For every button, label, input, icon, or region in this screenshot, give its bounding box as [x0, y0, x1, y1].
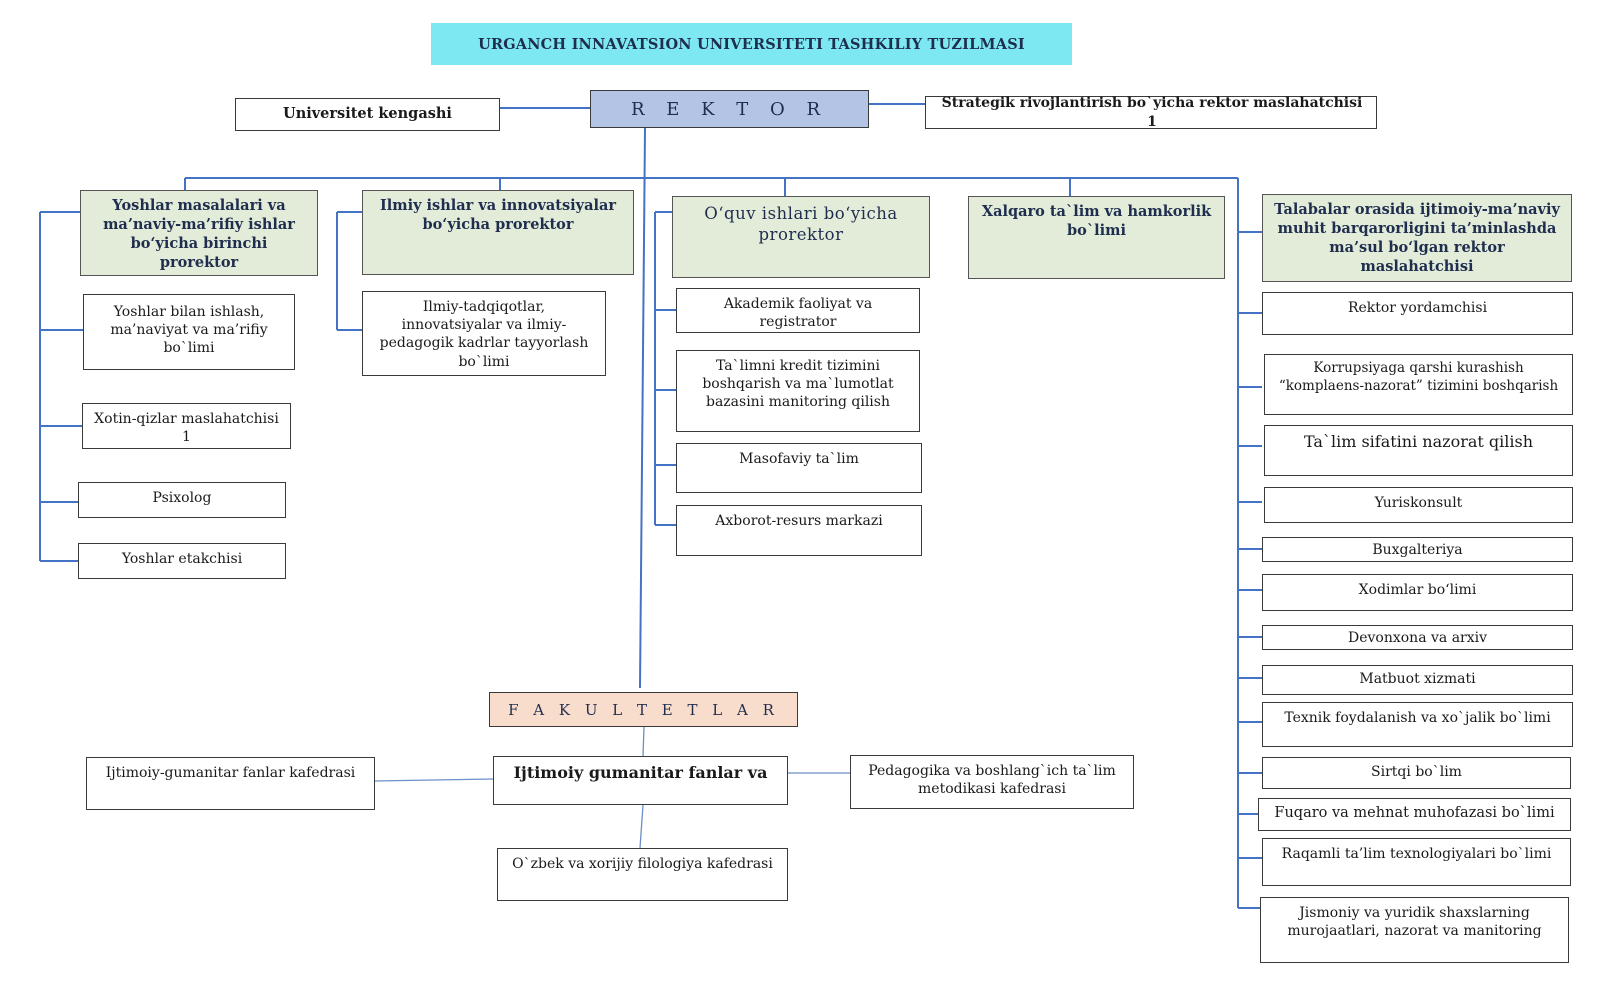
col5-item-1: Korrupsiyaga qarshi kurashish “komplaens… [1264, 354, 1573, 415]
ilmiy-prorektor-box: Ilmiy ishlar va innovatsiyalar bo‘yicha … [362, 190, 634, 275]
faculty-box: Ijtimoiy gumanitar fanlar va [493, 756, 788, 805]
col5-item-5: Xodimlar bo‘limi [1262, 574, 1573, 611]
col5-item-12: Jismoniy va yuridik shaxslarning murojaa… [1260, 897, 1569, 963]
col5-item-10: Fuqaro va mehnat muhofazasi bo`limi [1258, 798, 1571, 831]
dept-right-box: Pedagogika va boshlang`ich ta`lim metodi… [850, 755, 1134, 809]
col3-item-2: Masofaviy ta`lim [676, 443, 922, 493]
col5-item-7: Matbuot xizmati [1262, 665, 1573, 695]
col5-item-6: Devonxona va arxiv [1262, 625, 1573, 650]
xalqaro-bolim-box: Xalqaro ta`lim va hamkorlik bo`limi [968, 196, 1225, 279]
col2-item-0: Ilmiy-tadqiqotlar, innovatsiyalar va ilm… [362, 291, 606, 376]
col3-item-1: Ta`limni kredit tizimini boshqarish va m… [676, 350, 920, 432]
dept-bottom-box: O`zbek va xorijiy filologiya kafedrasi [497, 848, 788, 901]
col1-item-1: Xotin-qizlar maslahatchisi 1 [82, 403, 291, 449]
col3-item-0: Akademik faoliyat va registrator [676, 288, 920, 333]
col5-item-2: Ta`lim sifatini nazorat qilish [1264, 425, 1573, 476]
col1-item-2: Psixolog [78, 482, 286, 518]
universitet-kengashi-box: Universitet kengashi [235, 98, 500, 131]
col5-item-4: Buxgalteriya [1262, 537, 1573, 562]
fakultetlar-box: F A K U L T E T L A R [489, 692, 798, 727]
col3-item-3: Axborot-resurs markazi [676, 505, 922, 556]
rektor-box: R E K T O R [590, 90, 869, 128]
chart-title: URGANCH INNAVATSION UNIVERSITETI TASHKIL… [431, 23, 1072, 65]
strategik-maslahatchi-box: Strategik rivojlantirish bo`yicha rektor… [925, 95, 1377, 130]
col5-item-0: Rektor yordamchisi [1262, 292, 1573, 335]
oquv-prorektor-box: O‘quv ishlari bo‘yicha prorektor [672, 196, 930, 278]
col5-item-3: Yuriskonsult [1264, 487, 1573, 523]
birinchi-prorektor-box: Yoshlar masalalari va ma’naviy-ma’rifiy … [80, 190, 318, 276]
col5-item-11: Raqamli ta’lim texnologiyalari bo`limi [1262, 838, 1571, 886]
col1-item-0: Yoshlar bilan ishlash, ma’naviyat va ma’… [83, 294, 295, 370]
rektor-maslahatchisi-box: Talabalar orasida ijtimoiy-ma’naviy muhi… [1262, 194, 1572, 282]
col5-item-9: Sirtqi bo`lim [1262, 757, 1571, 789]
dept-left-box: Ijtimoiy-gumanitar fanlar kafedrasi [86, 757, 375, 810]
col5-item-8: Texnik foydalanish va xo`jalik bo`limi [1262, 702, 1573, 747]
col1-item-3: Yoshlar etakchisi [78, 543, 286, 579]
